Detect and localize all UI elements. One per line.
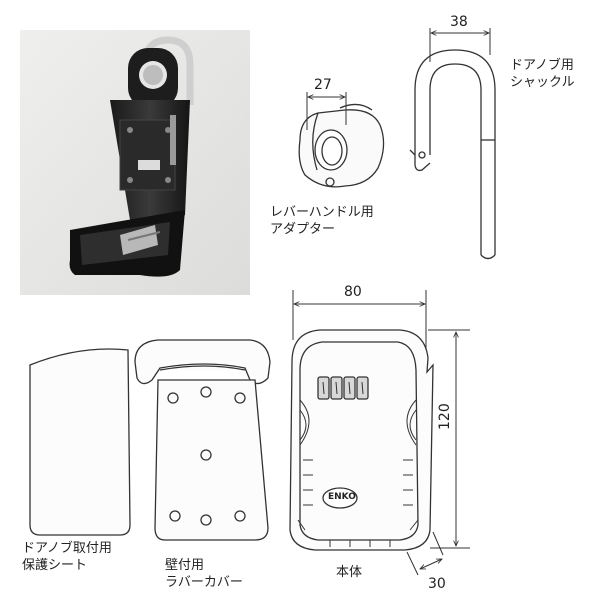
body-height-value: 120 — [437, 403, 453, 430]
body-label: 本体 — [336, 565, 363, 580]
body-depth-value: 30 — [428, 576, 446, 592]
sheet-label-1: ドアノブ取付用 — [22, 541, 112, 556]
key-box-photo-icon — [20, 30, 250, 295]
brand-logo-text: ENKO — [328, 492, 356, 502]
main-body-drawing — [289, 329, 434, 551]
adapter-dimension — [306, 92, 347, 130]
shackle-dimension — [429, 28, 491, 62]
protective-sheet-drawing — [29, 348, 131, 536]
shackle-drawing — [409, 49, 496, 260]
body-dimensions — [292, 290, 470, 576]
sheet-label-2: 保護シート — [22, 558, 88, 573]
rubber-cover-drawing — [134, 339, 271, 541]
shackle-width-value: 38 — [450, 14, 468, 30]
shackle-label-2: シャックル — [510, 75, 575, 90]
lever-adapter-label-2: アダプター — [270, 222, 336, 237]
lever-adapter-drawing — [298, 103, 385, 188]
rubber-cover-label-1: 壁付用 — [165, 558, 205, 573]
shackle-label-1: ドアノブ用 — [510, 58, 574, 73]
rubber-cover-label-2: ラバーカバー — [165, 575, 243, 590]
adapter-width-value: 27 — [314, 77, 332, 93]
lever-adapter-label-1: レバーハンドル用 — [270, 205, 374, 220]
product-photo — [20, 30, 250, 295]
body-width-value: 80 — [344, 284, 362, 300]
